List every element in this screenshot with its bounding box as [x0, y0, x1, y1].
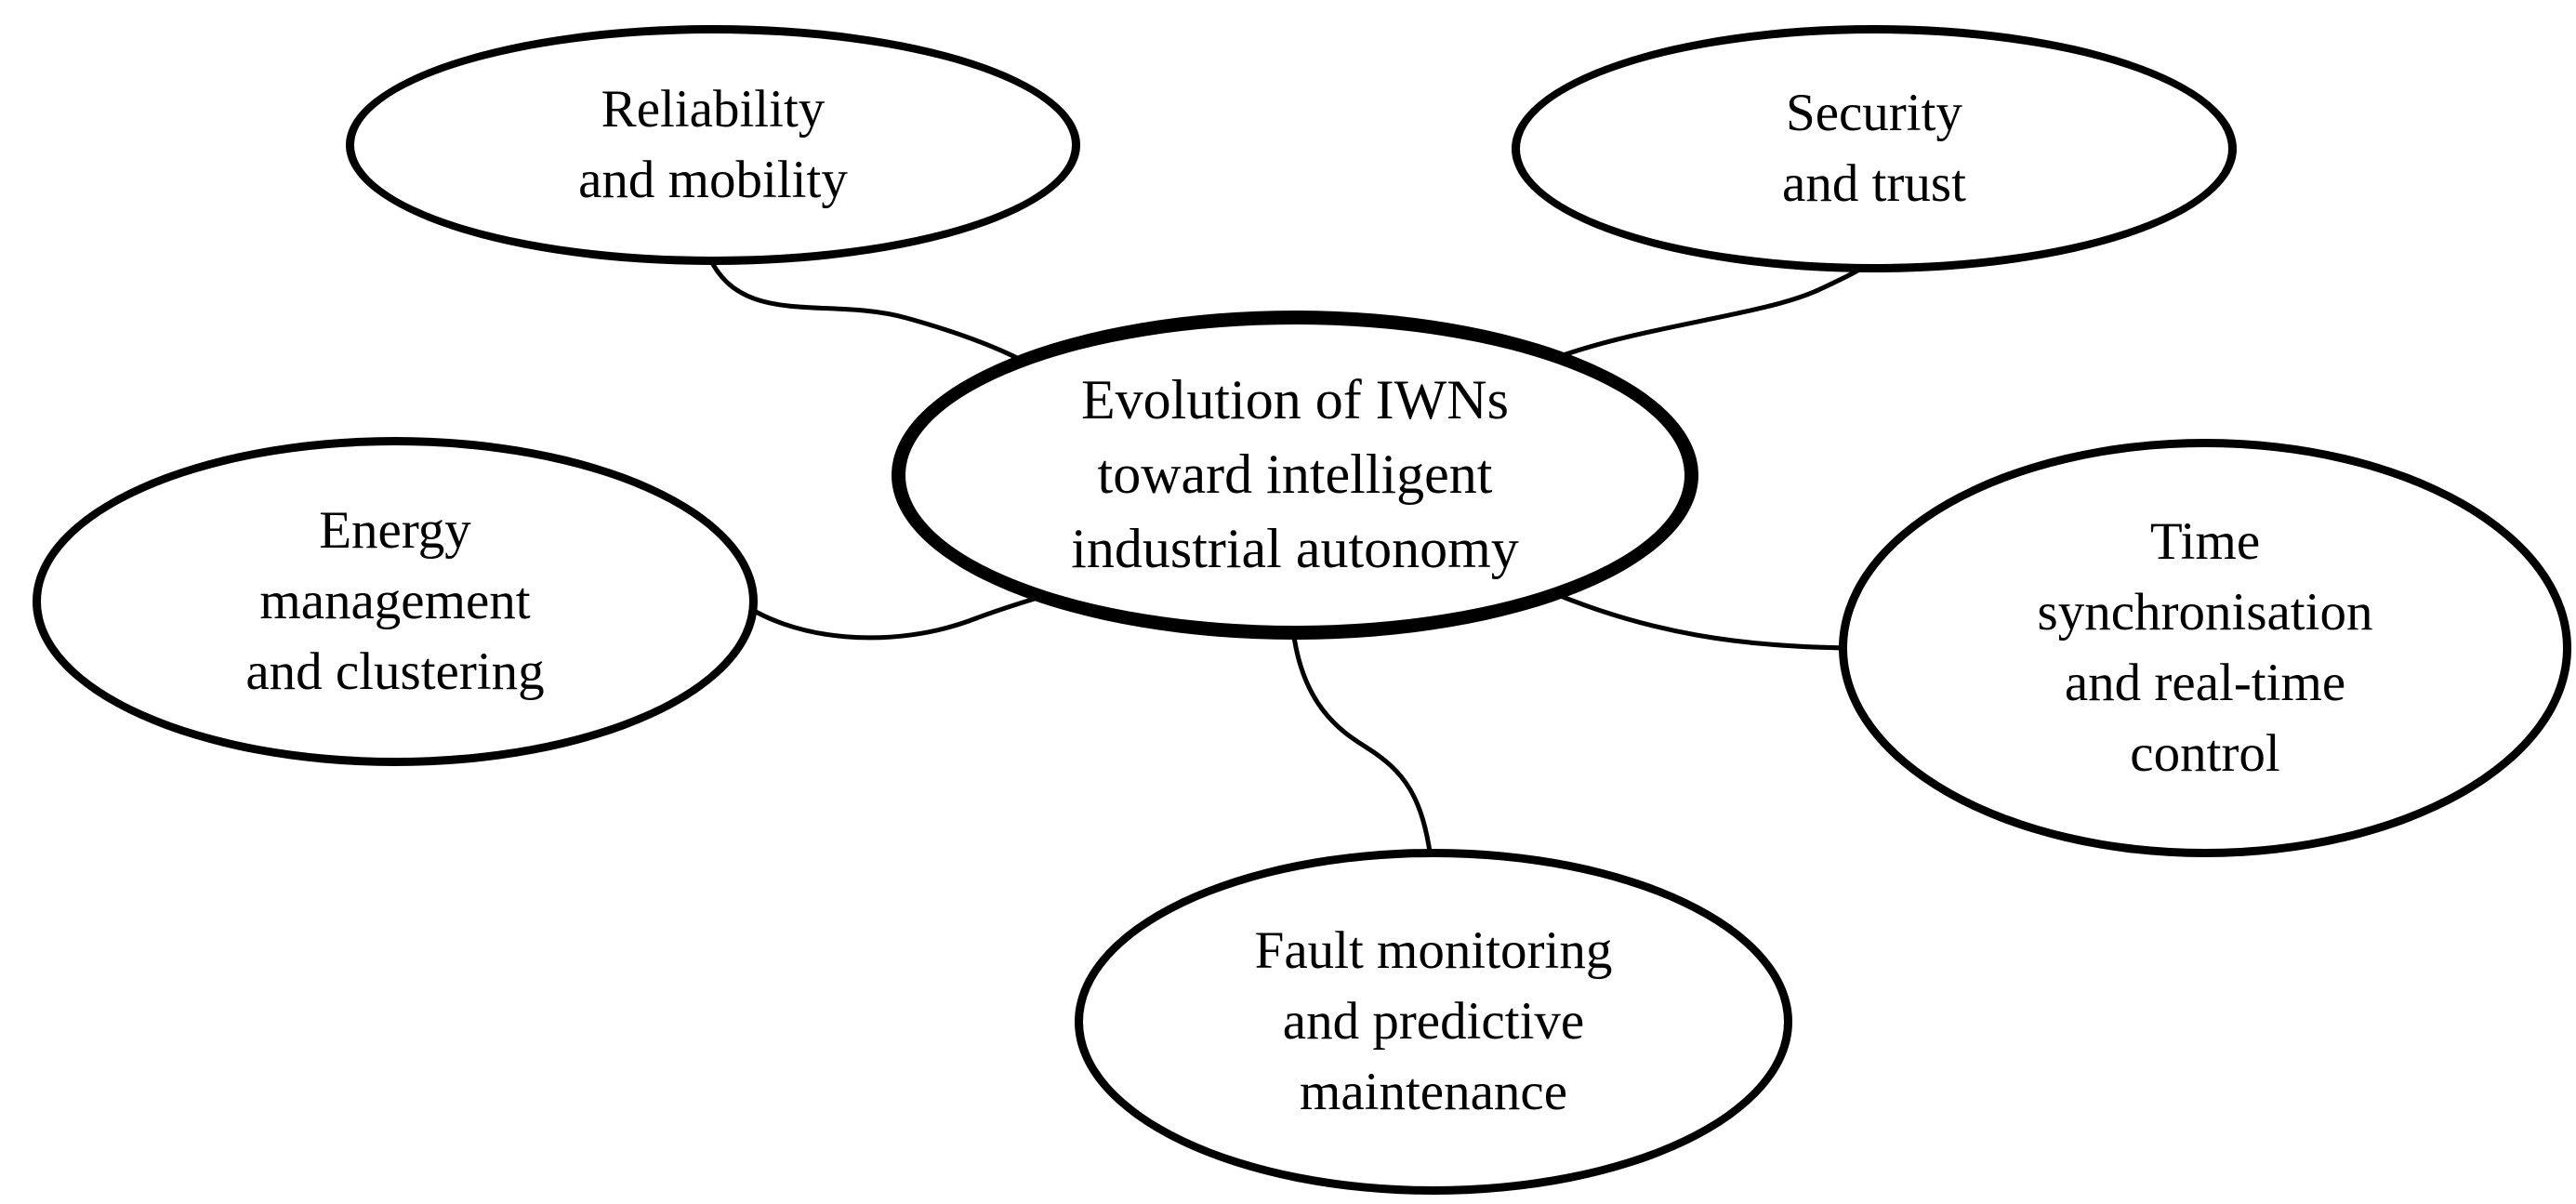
node-central-topic: Evolution of IWNs toward intelligent ind… [892, 311, 1698, 640]
edge-center-time [1529, 581, 1867, 651]
node-label: Security and trust [1782, 84, 1966, 213]
node-label: Reliability and mobility [578, 80, 848, 209]
node-security-and-trust: Security and trust [1512, 25, 2237, 272]
node-fault-monitoring-and-predictive-maintenance: Fault monitoring and predictive maintena… [1075, 849, 1792, 1195]
edge-center-fault [1289, 618, 1434, 869]
edge-reliability-center [705, 250, 1049, 377]
node-time-synchronisation-and-real-time-control: Time synchronisation and real-time contr… [1839, 439, 2571, 857]
node-label: Fault monitoring and predictive maintena… [1254, 921, 1613, 1121]
node-reliability-and-mobility: Reliability and mobility [346, 25, 1080, 265]
node-label: Evolution of IWNs toward intelligent ind… [1071, 369, 1519, 579]
node-label: Energy management and clustering [245, 501, 545, 701]
edge-energy-center [732, 588, 1063, 641]
node-label: Time synchronisation and real-time contr… [2037, 512, 2373, 783]
node-energy-management-and-clustering: Energy management and clustering [33, 437, 758, 766]
